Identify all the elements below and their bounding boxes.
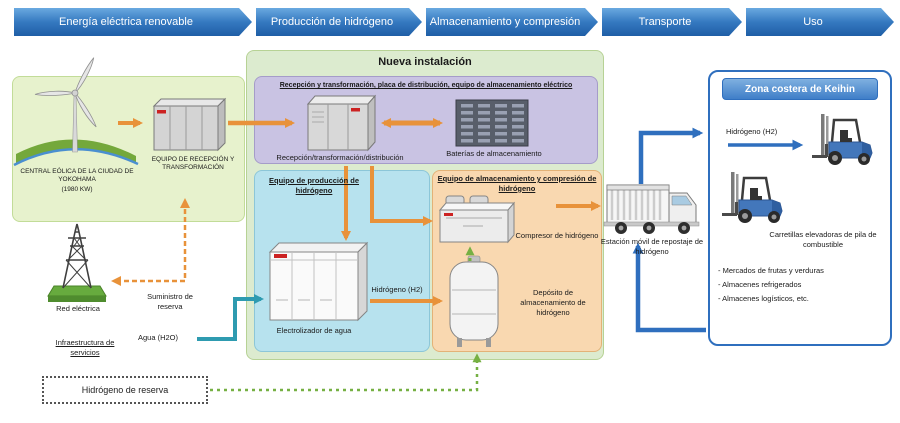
grid-label: Red eléctrica: [56, 304, 100, 313]
hydrogen-reserve-box: Hidrógeno de reserva: [42, 376, 208, 404]
wind-plant-label: CENTRAL EÓLICA DE LA CIUDAD DE YOKOHAMA: [20, 168, 134, 184]
batteries-label: Baterías de almacenamiento: [446, 149, 542, 158]
keihin-bullet-2: - Almacenes refrigerados: [718, 280, 802, 289]
reception-cabinet-label: Recepción/transformación/distribución: [276, 153, 404, 162]
arrow-truck-to-keihin: [638, 127, 704, 184]
services-infrastructure-label: Infraestructura de servicios: [55, 338, 115, 357]
arrow-keihin-to-truck: [632, 242, 706, 333]
production-panel-title: Equipo de producción de hidrógeno: [269, 176, 359, 195]
reception-panel-title: Recepción y transformación, placa de dis…: [279, 82, 573, 89]
new-installation-title: Nueva instalación: [378, 56, 472, 68]
keihin-bullet-1: - Mercados de frutas y verduras: [718, 266, 824, 275]
hydrogen-truck-icon: [603, 184, 700, 234]
keihin-bullet-3: - Almacenes logísticos, etc.: [718, 294, 809, 303]
banner-use: Uso: [746, 8, 894, 36]
banner-hydrogen-production: Producción de hidrógeno: [256, 8, 422, 36]
arrow-hydrogen-reserve-dashed: [210, 353, 482, 392]
electrolyzer-label: Electrolizador de agua: [276, 326, 352, 335]
water-label: Agua (H2O): [137, 333, 179, 342]
transformer-equipment-label: EQUIPO DE RECEPCIÓN Y TRANSFORMACIÓN: [151, 156, 235, 172]
wind-plant-power: (1980 KW): [61, 186, 93, 193]
tank-label: Depósito de almacenamiento de hidrógeno: [520, 288, 586, 317]
storage-panel-title: Equipo de almacenamiento y compresión de…: [437, 174, 597, 193]
keihin-title: Zona costera de Keihin: [722, 78, 878, 100]
storage-panel: [432, 170, 602, 352]
renewable-panel: [12, 76, 245, 222]
banner-renewable-energy: Energía eléctrica renovable: [14, 8, 252, 36]
compressor-label: Compresor de hidrógeno: [515, 231, 599, 240]
mobile-station-label: Estación móvil de repostaje de hidrógeno: [600, 237, 704, 256]
hydrogen-h2-label: Hidrógeno (H2): [371, 285, 423, 294]
keihin-hydrogen-label: Hidrógeno (H2): [726, 127, 778, 136]
banner-transport: Transporte: [602, 8, 742, 36]
keihin-panel: [708, 70, 892, 346]
forklift-label: Carretillas elevadoras de pila de combus…: [769, 230, 877, 249]
grid-pylon-icon: [47, 223, 107, 302]
reserve-supply-label: Suministro de reserva: [147, 292, 193, 311]
production-panel: [254, 170, 430, 352]
banner-storage-compression: Almacenamiento y compresión: [426, 8, 598, 36]
